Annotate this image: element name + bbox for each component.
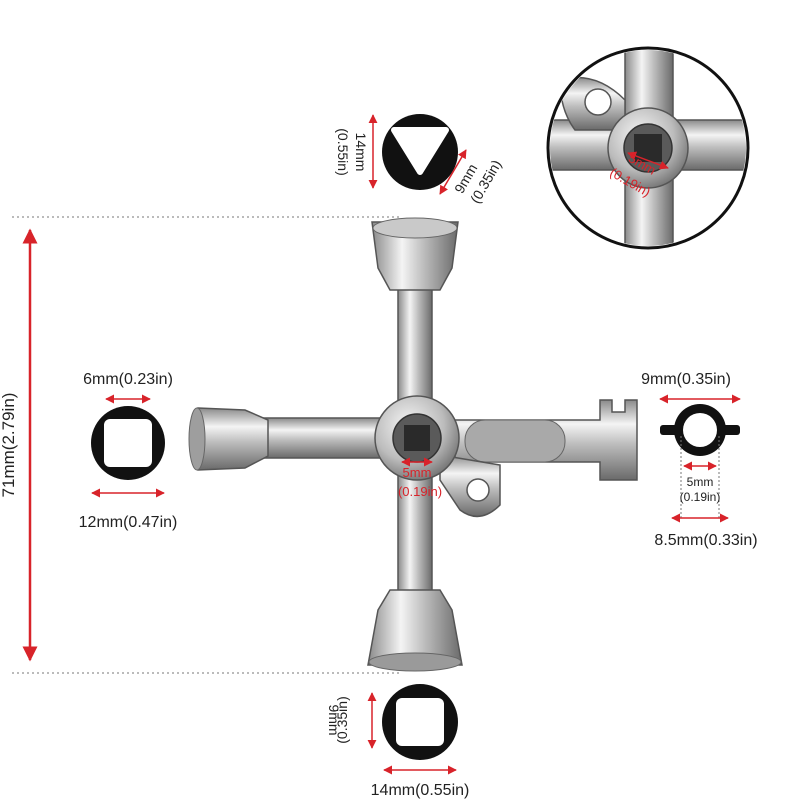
cross-key-tool	[188, 217, 638, 672]
top-socket	[371, 217, 459, 291]
right-inner-label-in: (0.19in)	[680, 490, 721, 504]
bottom-width-label: 14mm(0.55in)	[371, 782, 470, 799]
hanging-ring	[439, 454, 501, 518]
bottom-socket	[367, 589, 463, 672]
top-height-label: 14mm	[353, 133, 369, 172]
right-outer-label: 8.5mm(0.33in)	[654, 532, 757, 549]
top-triangle-profile: 14mm (0.55in) 9mm (0.35in)	[335, 114, 504, 206]
magnified-center-inset: 5mm (0.19in)	[546, 46, 750, 250]
center-hole-dimension: 5mm (0.19in)	[398, 457, 442, 499]
bottom-height-label-in: (0.35in)	[334, 696, 350, 743]
bottom-square-profile: 9mm (0.35in) 14mm(0.55in)	[326, 684, 469, 799]
top-height-label-in: (0.55in)	[335, 128, 351, 175]
left-square-profile: 6mm(0.23in) 12mm(0.47in)	[79, 371, 178, 531]
inset-hole-arrow	[627, 151, 669, 170]
center-hole-label-in: (0.19in)	[398, 484, 442, 499]
top-width-arrow	[439, 149, 467, 195]
right-key-flat-face	[464, 419, 566, 463]
height-label: 71mm(2.79in)	[0, 393, 18, 498]
left-inner-label: 6mm(0.23in)	[83, 371, 173, 388]
left-outer-label: 12mm(0.47in)	[79, 514, 178, 531]
left-socket	[188, 407, 269, 471]
center-square-hole	[404, 425, 430, 451]
center-hub	[374, 395, 460, 481]
height-dimension: 71mm(2.79in)	[0, 216, 400, 674]
right-width-label: 9mm(0.35in)	[641, 371, 731, 388]
center-hole-label: 5mm	[403, 465, 432, 480]
keyhole-ring-icon	[660, 404, 740, 456]
right-inner-label: 5mm	[687, 475, 714, 489]
bottom-height-label: 9mm	[326, 704, 342, 735]
right-keyhole-profile: 9mm(0.35in) 5mm (0.19in) 8.5mm(0.33in)	[641, 371, 757, 549]
